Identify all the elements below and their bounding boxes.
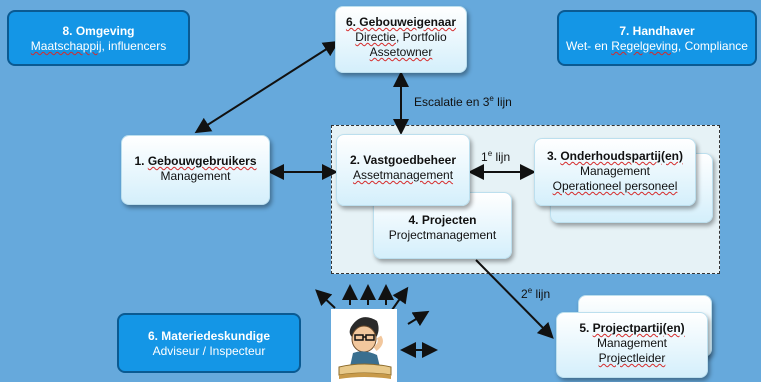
label-escalatie: Escalatie en 3e lijn <box>414 94 512 110</box>
handhaver-title: 7. Handhaver <box>619 24 695 38</box>
vastgoedbeheer-title: 2. Vastgoedbeheer <box>349 153 457 167</box>
box-materiedeskundige: 6. Materiedeskundige Adviseur / Inspecte… <box>117 313 301 373</box>
projecten-line: Projectmanagement <box>388 228 497 242</box>
arrow-expert-6 <box>407 310 430 327</box>
box-projectpartij: 5. Projectpartij(en) Management Projectl… <box>556 312 708 378</box>
vastgoedbeheer-line: Assetmanagement <box>352 168 454 182</box>
materiedeskundige-title: 6. Materiedeskundige <box>147 329 271 343</box>
onderhoudspartij-title: 3. Onderhoudspartij(en) <box>546 149 683 163</box>
gebouwgebruikers-title-text: Gebouwgebruikers <box>147 154 257 168</box>
projectpartij-line2: Projectleider <box>598 351 666 365</box>
projectpartij-line1: Management <box>596 336 668 350</box>
omgeving-title: 8. Omgeving <box>62 24 135 38</box>
gebouwgebruikers-title: 1. Gebouwgebruikers <box>134 154 257 168</box>
box-omgeving: 8. Omgeving Maatschappij, influencers <box>7 10 190 66</box>
box-gebouweigenaar: 6. Gebouweigenaar Directie, Portfolio As… <box>335 6 467 73</box>
box-gebouwgebruikers: 1. Gebouwgebruikers Management <box>121 135 270 205</box>
arrow-expert-1 <box>315 289 336 309</box>
box-handhaver: 7. Handhaver Wet- en Regelgeving, Compli… <box>557 10 757 66</box>
arrow-expert-5 <box>391 286 409 311</box>
gebouweigenaar-line2: Assetowner <box>369 45 433 59</box>
onderhoudspartij-title-text: Onderhoudspartij(en) <box>560 149 683 163</box>
handhaver-line: Wet- en Regelgeving, Compliance <box>566 39 748 53</box>
projecten-title: 4. Projecten <box>408 213 477 227</box>
gebouweigenaar-title: 6. Gebouweigenaar <box>345 15 457 29</box>
box-vastgoedbeheer: 2. Vastgoedbeheer Assetmanagement <box>336 134 470 206</box>
arrow-owner-users <box>194 40 340 134</box>
onderhoudspartij-line2: Operationeel personeel <box>552 179 678 193</box>
expert-illustration <box>331 309 397 382</box>
arrow-projecten-projectpartij <box>475 259 554 339</box>
gebouweigenaar-line1: Directie, Portfolio <box>355 30 447 44</box>
omgeving-line: Maatschappij, influencers <box>30 39 167 53</box>
onderhoudspartij-line1: Management <box>579 164 651 178</box>
box-onderhoudspartij: 3. Onderhoudspartij(en) Management Opera… <box>534 138 696 206</box>
materiedeskundige-line: Adviseur / Inspecteur <box>152 344 266 358</box>
label-lijn1: 1e lijn <box>481 149 511 165</box>
gebouwgebruikers-line: Management <box>160 169 231 183</box>
label-lijn2: 2e lijn <box>521 286 551 302</box>
thinking-person-icon <box>338 317 392 379</box>
projectpartij-title-text: Projectpartij(en) <box>592 321 685 335</box>
projectpartij-title: 5. Projectpartij(en) <box>579 321 685 335</box>
